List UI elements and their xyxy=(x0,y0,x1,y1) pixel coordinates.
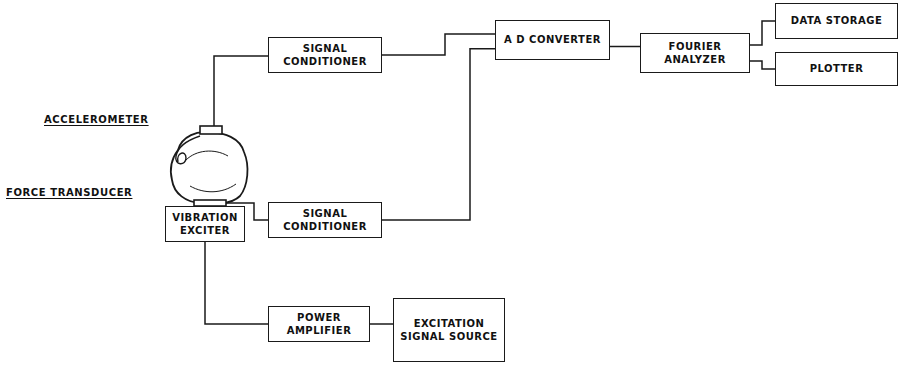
signal-wire xyxy=(370,323,393,325)
accelerometer-wire xyxy=(214,56,268,126)
signal-wire xyxy=(382,49,495,220)
sensor-label: FORCE TRANSDUCER xyxy=(6,187,132,198)
converter-box: A D CONVERTER xyxy=(495,20,610,60)
specimen-contour xyxy=(186,151,236,192)
signal-conditioner-box: SIGNAL CONDITIONER xyxy=(268,202,382,238)
amplifier-box: POWER AMPLIFIER xyxy=(268,306,370,342)
accelerometer xyxy=(200,126,222,134)
box-label: POWER AMPLIFIER xyxy=(274,311,364,338)
box-label: SIGNAL CONDITIONER xyxy=(274,42,376,69)
sensor-label: ACCELEROMETER xyxy=(44,114,149,125)
sensor-cable xyxy=(176,136,200,164)
box-label: SIGNAL CONDITIONER xyxy=(274,207,376,234)
box-label: VIBRATION EXCITER xyxy=(171,211,239,238)
signal-conditioner-box: SIGNAL CONDITIONER xyxy=(268,37,382,73)
analyzer-box: FOURIER ANALYZER xyxy=(640,33,750,73)
signal-wire xyxy=(205,242,268,324)
box-label: PLOTTER xyxy=(810,62,864,76)
box-label: EXCITATION SIGNAL SOURCE xyxy=(399,317,499,344)
signal-wire xyxy=(750,61,775,69)
plotter-box: PLOTTER xyxy=(775,52,898,86)
storage-box: DATA STORAGE xyxy=(775,3,898,39)
exciter-box: VIBRATION EXCITER xyxy=(165,206,245,242)
test-specimen xyxy=(171,132,248,204)
box-label: A D CONVERTER xyxy=(504,33,601,47)
signal-wire xyxy=(750,21,775,45)
signal-source-box: EXCITATION SIGNAL SOURCE xyxy=(393,298,505,362)
signal-wire xyxy=(382,34,495,55)
box-label: DATA STORAGE xyxy=(791,14,883,28)
signal-wire xyxy=(610,46,640,48)
box-label: FOURIER ANALYZER xyxy=(646,40,744,67)
